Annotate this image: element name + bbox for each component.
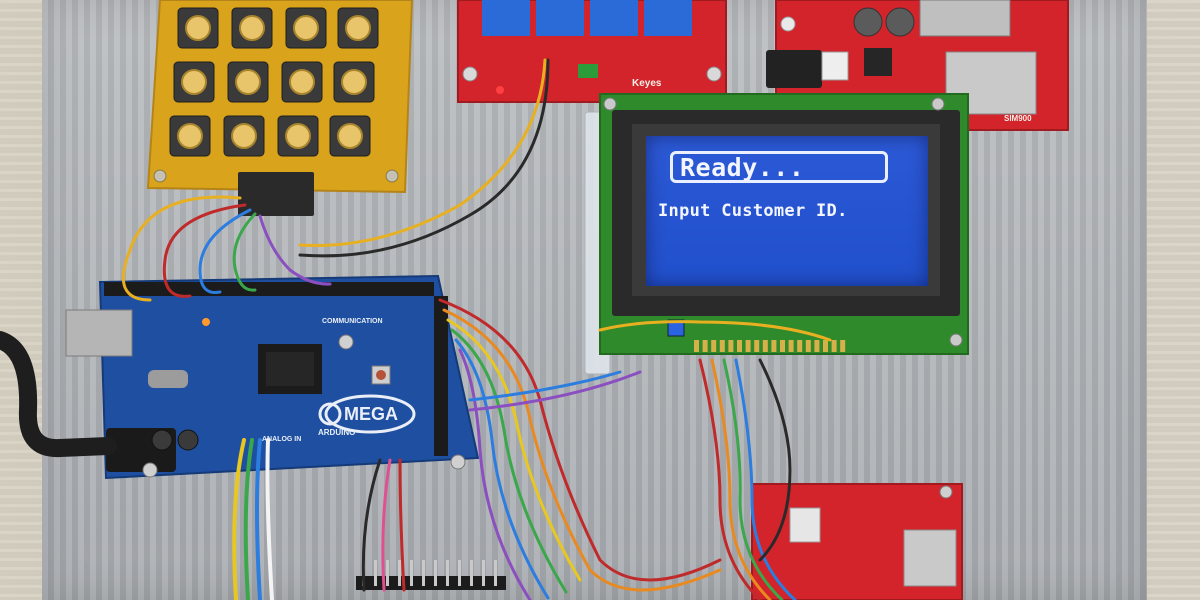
lcd-pin <box>831 340 837 352</box>
keypad-button-cap <box>235 69 261 95</box>
keypad-button-cap <box>185 15 211 41</box>
keypad-module <box>146 0 414 216</box>
lcd-pin <box>805 340 811 352</box>
lcd-pin <box>762 340 768 352</box>
lcd-pin <box>702 340 708 352</box>
keypad-button-cap <box>337 123 363 149</box>
lcd-title-frame <box>670 151 888 183</box>
keypad-button-cap <box>341 69 367 95</box>
lcd-pin <box>694 340 699 352</box>
header-pin <box>446 560 449 586</box>
analog-in-label: ANALOG IN <box>262 436 302 443</box>
keypad-button-cap <box>289 69 315 95</box>
header-pin <box>482 560 485 586</box>
jumper-wires <box>121 58 832 600</box>
keypad-button-cap <box>239 15 265 41</box>
lcd-pin <box>711 340 717 352</box>
arduino-model-label: MEGA <box>344 404 398 424</box>
lcd-pin <box>719 340 725 352</box>
header-pin <box>410 560 413 586</box>
keypad-button-cap <box>177 123 203 149</box>
lcd-pin <box>737 340 742 352</box>
lcd-pin <box>840 340 846 352</box>
header-pin <box>374 560 377 586</box>
sd-card-module <box>751 483 963 600</box>
lcd-pin <box>771 340 777 352</box>
keypad-button-cap <box>181 69 207 95</box>
relay-module <box>457 0 727 103</box>
keypad-button-cap <box>293 15 319 41</box>
keypad-button-cap <box>285 123 311 149</box>
header-pin <box>422 560 425 586</box>
communication-label: COMMUNICATION <box>322 318 383 325</box>
header-pin <box>458 560 461 586</box>
lcd-pin <box>814 340 820 352</box>
header-pin <box>494 560 497 586</box>
arduino-brand-label: ARDUINO <box>318 428 356 437</box>
pin-header <box>356 560 506 590</box>
header-pin <box>386 560 389 586</box>
power-cable <box>0 331 117 458</box>
lcd-pin <box>788 340 794 352</box>
lcd-pin <box>797 340 803 352</box>
lcd-screen: Ready... Input Customer ID. <box>646 136 928 286</box>
keypad-button-cap <box>231 123 257 149</box>
lcd-pin <box>823 340 828 352</box>
lcd-message-text: Input Customer ID. <box>658 201 848 221</box>
gsm-module-label: SIM900 <box>1004 114 1032 123</box>
header-pin <box>434 560 437 586</box>
lcd-title-text: Ready... <box>680 153 805 182</box>
header-pin <box>470 560 473 586</box>
lcd-pin <box>728 340 734 352</box>
lcd-pin <box>780 340 785 352</box>
lcd-pin <box>754 340 760 352</box>
relay-brand-label: Keyes <box>632 78 662 89</box>
lcd-pin <box>745 340 751 352</box>
header-pin <box>398 560 401 586</box>
keypad-button-cap <box>345 15 371 41</box>
arduino-mega-board <box>65 274 480 480</box>
